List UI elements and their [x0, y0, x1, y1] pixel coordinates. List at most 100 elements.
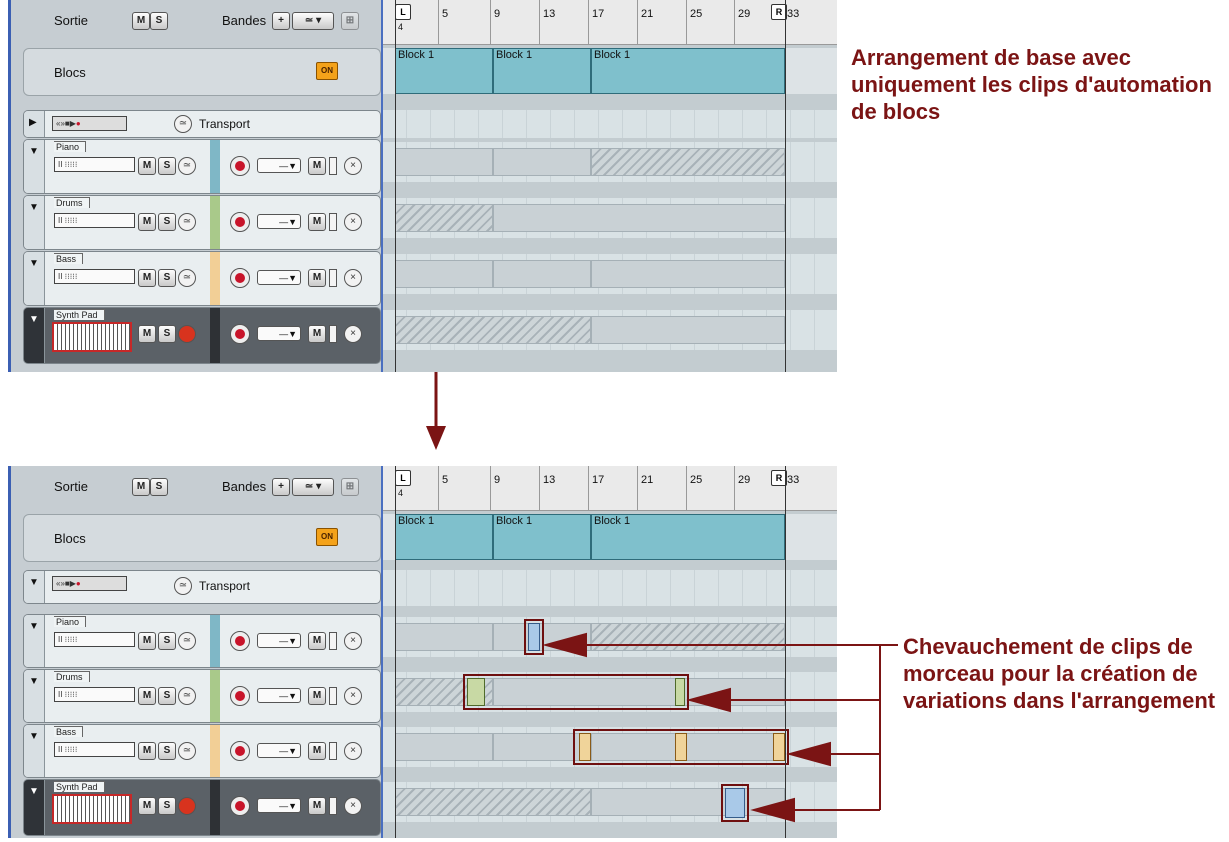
automation-icon[interactable]: ≃ [174, 577, 192, 595]
collapse-icon[interactable]: ▼ [29, 258, 39, 269]
track-tab[interactable]: ▶ [24, 111, 45, 137]
transport-controls[interactable]: «»■▶● [52, 576, 127, 591]
automation-icon[interactable] [178, 325, 196, 343]
add-band-button[interactable]: + [272, 478, 290, 496]
lane-mute-button[interactable]: M [308, 269, 326, 287]
input-select[interactable]: —▼ [257, 270, 301, 285]
lane-mute-button[interactable]: M [308, 213, 326, 231]
mute-button[interactable]: M [138, 213, 156, 231]
input-select[interactable]: —▼ [257, 633, 301, 648]
automation-icon[interactable] [178, 797, 196, 815]
input-select[interactable]: —▼ [257, 798, 301, 813]
delete-icon[interactable]: × [344, 269, 362, 287]
collapse-icon[interactable]: ▼ [29, 676, 39, 687]
record-icon[interactable] [230, 268, 250, 288]
lane-mute-button[interactable]: M [308, 632, 326, 650]
output-solo-button[interactable]: S [150, 12, 168, 30]
lane-mute-button[interactable]: M [308, 797, 326, 815]
collapse-icon[interactable]: ▼ [29, 786, 39, 797]
input-select[interactable]: —▼ [257, 214, 301, 229]
lane-mute-button[interactable]: M [308, 157, 326, 175]
output-mute-button[interactable]: M [132, 478, 150, 496]
blocks-on-button[interactable]: ON [316, 62, 338, 80]
input-select[interactable]: —▼ [257, 743, 301, 758]
delete-icon[interactable]: × [344, 797, 362, 815]
record-icon[interactable] [230, 686, 250, 706]
track-tab[interactable]: ▼ [24, 571, 45, 603]
note-clip-muted[interactable] [591, 148, 785, 176]
delete-icon[interactable]: × [344, 742, 362, 760]
track-tab[interactable]: ▼ [24, 670, 45, 722]
track-tab[interactable]: ▼ [24, 780, 45, 835]
overlap-clip[interactable] [773, 733, 785, 761]
input-select[interactable]: —▼ [257, 326, 301, 341]
block-clip[interactable]: Block 1 [493, 514, 591, 560]
timeline-ruler[interactable]: L 4 5 9 13 17 21 25 29 R 33 [383, 466, 837, 511]
mute-button[interactable]: M [138, 325, 156, 343]
input-select[interactable]: —▼ [257, 158, 301, 173]
overlap-clip[interactable] [675, 733, 687, 761]
lane-mute-button[interactable]: M [308, 325, 326, 343]
record-icon[interactable] [230, 324, 250, 344]
timeline-ruler[interactable]: L 4 5 9 13 17 21 25 29 R 33 [383, 0, 837, 45]
track-tab[interactable]: ▼ [24, 140, 45, 193]
block-clip[interactable]: Block 1 [395, 48, 493, 94]
automation-icon[interactable]: ≃ [174, 115, 192, 133]
track-tab[interactable]: ▼ [24, 196, 45, 249]
track-tab[interactable]: ▼ [24, 252, 45, 305]
input-select[interactable]: —▼ [257, 688, 301, 703]
note-clip[interactable] [493, 204, 785, 232]
automation-icon[interactable]: ≃ [178, 213, 196, 231]
solo-button[interactable]: S [158, 325, 176, 343]
solo-button[interactable]: S [158, 157, 176, 175]
note-clip[interactable] [493, 260, 591, 288]
record-icon[interactable] [230, 631, 250, 651]
transport-controls[interactable]: «»■▶● [52, 116, 127, 131]
mute-button[interactable]: M [138, 632, 156, 650]
output-solo-button[interactable]: S [150, 478, 168, 496]
lane-option[interactable] [329, 269, 337, 287]
band-option-icon[interactable]: ⊞ [341, 478, 359, 496]
expand-icon[interactable]: ▶ [29, 117, 37, 128]
blocks-on-button[interactable]: ON [316, 528, 338, 546]
lane-option[interactable] [329, 632, 337, 650]
overlap-clip[interactable] [528, 623, 540, 651]
note-clip[interactable] [493, 678, 785, 706]
lane-option[interactable] [329, 213, 337, 231]
lane-option[interactable] [329, 797, 337, 815]
mute-button[interactable]: M [138, 157, 156, 175]
automation-icon[interactable]: ≃ [178, 687, 196, 705]
note-clip-muted[interactable] [395, 316, 591, 344]
note-clip-muted[interactable] [395, 204, 493, 232]
output-mute-button[interactable]: M [132, 12, 150, 30]
collapse-icon[interactable]: ▼ [29, 731, 39, 742]
collapse-icon[interactable]: ▼ [29, 621, 39, 632]
note-clip[interactable] [591, 316, 785, 344]
record-icon[interactable] [230, 796, 250, 816]
band-type-dropdown[interactable]: ≃ ▾ [292, 478, 334, 496]
track-tab[interactable]: ▼ [24, 725, 45, 777]
note-clip[interactable] [395, 623, 493, 651]
automation-icon[interactable]: ≃ [178, 269, 196, 287]
solo-button[interactable]: S [158, 742, 176, 760]
note-clip[interactable] [591, 260, 785, 288]
band-option-icon[interactable]: ⊞ [341, 12, 359, 30]
lane-option[interactable] [329, 687, 337, 705]
lane-option[interactable] [329, 742, 337, 760]
record-icon[interactable] [230, 212, 250, 232]
lane-option[interactable] [329, 325, 337, 343]
note-clip[interactable] [591, 733, 785, 761]
mute-button[interactable]: M [138, 742, 156, 760]
automation-icon[interactable]: ≃ [178, 742, 196, 760]
mute-button[interactable]: M [138, 269, 156, 287]
overlap-clip[interactable] [579, 733, 591, 761]
record-icon[interactable] [230, 741, 250, 761]
lane-mute-button[interactable]: M [308, 742, 326, 760]
solo-button[interactable]: S [158, 632, 176, 650]
band-type-dropdown[interactable]: ≃ ▾ [292, 12, 334, 30]
automation-icon[interactable]: ≃ [178, 157, 196, 175]
overlap-clip[interactable] [467, 678, 485, 706]
block-clip[interactable]: Block 1 [591, 514, 785, 560]
lane-mute-button[interactable]: M [308, 687, 326, 705]
solo-button[interactable]: S [158, 687, 176, 705]
